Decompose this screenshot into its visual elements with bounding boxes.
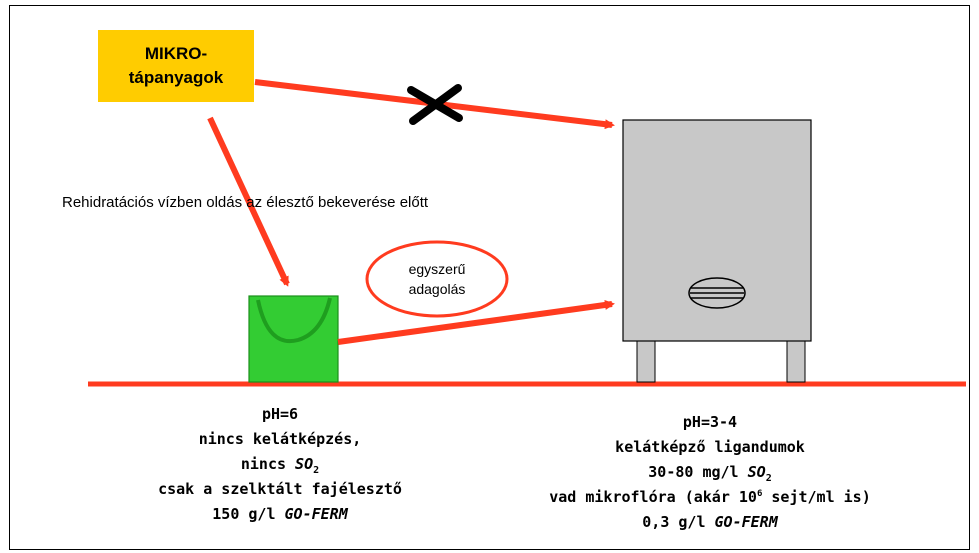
dosing-oval-label: egyszerű adagolás <box>372 259 502 299</box>
tank-leg-left <box>636 339 656 383</box>
diagram-frame <box>9 5 970 550</box>
bucket-ph: pH=6 <box>261 405 299 423</box>
bucket-goferm: 150 g/l GO-FERM <box>212 505 348 523</box>
rehydration-note: Rehidratációs vízben oldás az élesztő be… <box>62 194 429 211</box>
bucket-yeast: csak a szelktált fajélesztő <box>158 480 402 498</box>
bucket-icon <box>248 295 339 383</box>
tank-so2: 30-80 mg/l SO2 <box>648 463 772 484</box>
tank-ph: pH=3-4 <box>682 413 738 431</box>
bucket-chelation: nincs kelátképzés, <box>198 430 362 448</box>
micronutrients-label-line2: tápanyagok <box>128 68 224 87</box>
dosing-oval <box>365 240 509 318</box>
bucket-so2: nincs SO2 <box>240 455 320 476</box>
micronutrients-box: MIKRO- tápanyagok <box>98 30 254 102</box>
tank-microflora: vad mikroflóra (akár 106 sejt/ml is) <box>549 488 871 506</box>
micronutrients-label-line1: MIKRO- <box>144 44 208 63</box>
tank-leg-right <box>786 339 806 383</box>
tank-goferm: 0,3 g/l GO-FERM <box>642 513 778 531</box>
dosing-label-line1: egyszerű <box>408 261 466 277</box>
tank-conditions: pH=3-4 kelátképző ligandumok 30-80 mg/l … <box>540 410 880 535</box>
arrow-mikro-to-bucket <box>207 116 290 287</box>
dosing-label-line2: adagolás <box>408 281 466 297</box>
bucket-conditions: pH=6 nincs kelátképzés, nincs SO2 csak a… <box>130 402 430 527</box>
cross-icon <box>407 84 463 125</box>
tank-hatch-icon <box>688 277 746 309</box>
tank-ligands: kelátképző ligandumok <box>615 438 805 456</box>
arrow-bucket-to-tank <box>337 300 615 345</box>
